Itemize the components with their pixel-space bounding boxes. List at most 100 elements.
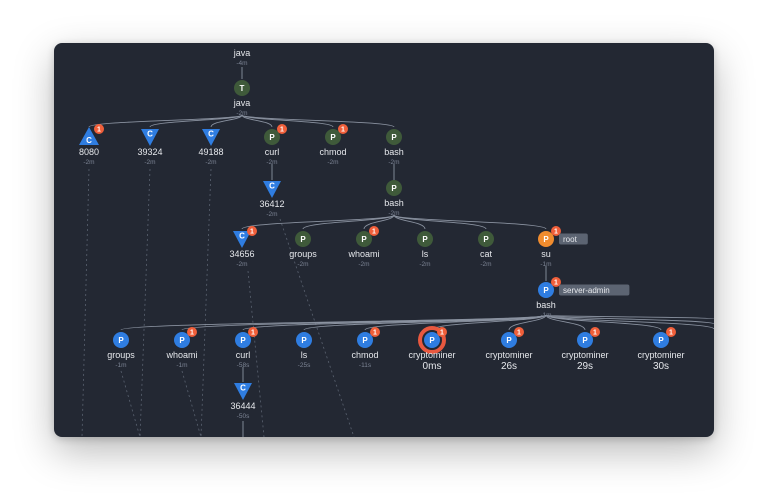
node-time: -11s bbox=[359, 362, 372, 369]
node-name: curl bbox=[265, 147, 280, 157]
alert-badge-count: 1 bbox=[372, 229, 376, 236]
node-glyph: T bbox=[240, 84, 245, 93]
tree-edge bbox=[241, 114, 395, 128]
node-name: groups bbox=[289, 249, 317, 259]
node-name: cryptominer bbox=[485, 350, 532, 360]
node-glyph: P bbox=[330, 133, 336, 142]
node-time: -1m bbox=[176, 362, 187, 369]
node-glyph: P bbox=[391, 184, 397, 193]
node-glyph: C bbox=[240, 384, 246, 393]
node-glyph: P bbox=[300, 235, 306, 244]
process-tree-graph[interactable]: java-4mTjava-2mC18080-2mC39324-2mC49188-… bbox=[54, 43, 714, 437]
node-time: -2m bbox=[205, 159, 216, 166]
alert-badge bbox=[551, 226, 561, 236]
alert-badge-count: 1 bbox=[554, 229, 558, 236]
tree-edge bbox=[393, 214, 547, 230]
timeline-dashed-line bbox=[279, 218, 355, 437]
tree-edge bbox=[364, 314, 547, 331]
alert-badge bbox=[187, 327, 197, 337]
node-glyph: C bbox=[269, 182, 275, 191]
node-name: ls bbox=[422, 249, 429, 259]
node-time: -2m bbox=[358, 261, 369, 268]
alert-badge-count: 1 bbox=[517, 330, 521, 337]
user-tag-label: root bbox=[563, 235, 578, 244]
node-time: -2m bbox=[388, 159, 399, 166]
node-name: 39324 bbox=[137, 147, 162, 157]
tree-nodes: java-4mTjava-2mC18080-2mC39324-2mC49188-… bbox=[79, 48, 685, 420]
alert-badge-count: 1 bbox=[669, 330, 673, 337]
node-time: -1m bbox=[115, 362, 126, 369]
node-name: 49188 bbox=[198, 147, 223, 157]
connection-down-icon bbox=[202, 129, 220, 146]
alert-badge bbox=[277, 124, 287, 134]
process-icon bbox=[357, 332, 373, 348]
alert-badge bbox=[338, 124, 348, 134]
node-name: su bbox=[541, 249, 551, 259]
process-icon bbox=[295, 231, 311, 247]
timeline-dashed-line bbox=[200, 168, 212, 437]
tree-edge bbox=[545, 314, 714, 320]
alert-badge-count: 1 bbox=[440, 330, 444, 337]
node-glyph: P bbox=[362, 336, 368, 345]
node-name: bash bbox=[384, 147, 404, 157]
node-time: -2m bbox=[327, 159, 338, 166]
node-name: java bbox=[233, 98, 251, 108]
alert-badge-count: 1 bbox=[341, 127, 345, 134]
process-icon bbox=[386, 129, 402, 145]
process-icon bbox=[501, 332, 517, 348]
tree-edge bbox=[545, 314, 714, 325]
connection-up-icon bbox=[79, 127, 99, 145]
node-ls3[interactable]: Pls-25s bbox=[296, 332, 312, 369]
process-icon bbox=[113, 332, 129, 348]
timeline-dashed-line bbox=[139, 168, 151, 437]
alert-badge bbox=[590, 327, 600, 337]
node-ls2[interactable]: Pls-2m bbox=[417, 231, 433, 268]
connection-down-icon bbox=[234, 383, 252, 400]
process-icon bbox=[356, 231, 372, 247]
node-time: 29s bbox=[577, 361, 593, 372]
node-time: -2m bbox=[236, 110, 247, 117]
node-time: -2m bbox=[236, 261, 247, 268]
node-name: curl bbox=[236, 350, 251, 360]
alert-badge-count: 1 bbox=[554, 280, 558, 287]
node-glyph: C bbox=[208, 130, 214, 139]
tree-edge bbox=[545, 314, 714, 330]
node-glyph: P bbox=[269, 133, 275, 142]
node-time: -58s bbox=[237, 362, 250, 369]
node-glyph: P bbox=[543, 235, 549, 244]
node-time: -2m bbox=[266, 211, 277, 218]
node-glyph: P bbox=[301, 336, 307, 345]
node-time: -2m bbox=[419, 261, 430, 268]
tree-edge bbox=[545, 314, 586, 331]
alert-badge bbox=[247, 226, 257, 236]
node-c49188[interactable]: C 49188 -2m bbox=[198, 129, 224, 166]
node-name: cat bbox=[480, 249, 493, 259]
node-name: ls bbox=[301, 350, 308, 360]
node-name: cryptominer bbox=[637, 350, 684, 360]
node-glyph: P bbox=[118, 336, 124, 345]
